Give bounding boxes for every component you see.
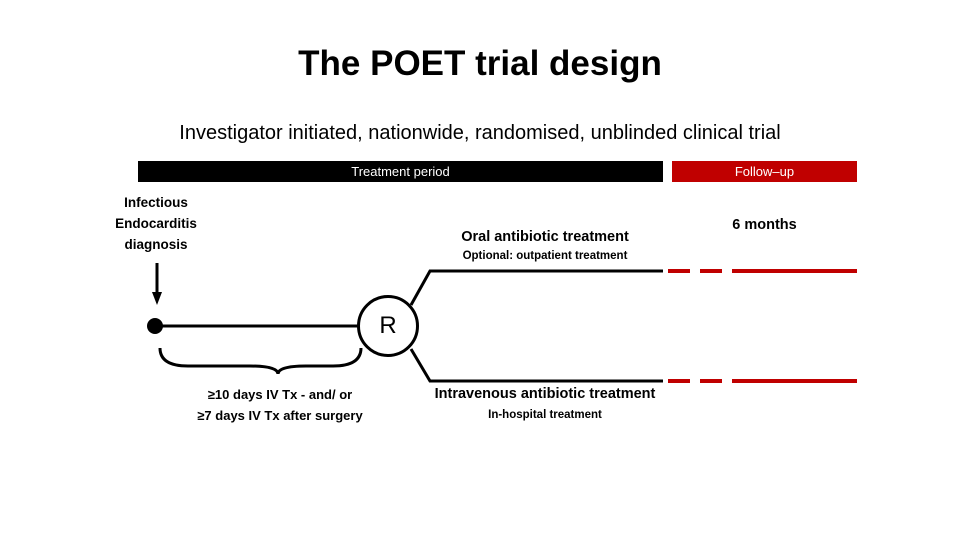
arrow-down-icon: [150, 263, 164, 305]
diagnosis-line-1: Infectious: [124, 195, 188, 210]
followup-bar: Follow–up: [672, 161, 857, 182]
followup-duration-label: 6 months: [732, 217, 797, 233]
page-title: The POET trial design: [298, 44, 662, 83]
subtitle: Investigator initiated, nationwide, rand…: [179, 122, 781, 144]
randomization-letter: R: [379, 312, 397, 339]
treatment-period-label: Treatment period: [351, 164, 450, 179]
diagnosis-line-2: Endocarditis: [115, 216, 197, 231]
inclusion-criteria-line-2: ≥7 days IV Tx after surgery: [197, 408, 363, 423]
treatment-period-bar: Treatment period: [138, 161, 663, 182]
diagnosis-label: Infectious Endocarditis diagnosis: [96, 192, 216, 255]
iv-arm-label: Intravenous antibiotic treatment: [434, 386, 656, 402]
randomization-node: R: [357, 295, 419, 357]
oral-arm-sublabel: Optional: outpatient treatment: [462, 250, 628, 262]
inclusion-criteria: ≥10 days IV Tx - and/ or ≥7 days IV Tx a…: [140, 384, 420, 426]
start-node-dot: [147, 318, 163, 334]
iv-arm-sublabel: In-hospital treatment: [488, 409, 602, 421]
inclusion-criteria-line-1: ≥10 days IV Tx - and/ or: [207, 387, 353, 402]
oral-arm-label: Oral antibiotic treatment: [461, 229, 629, 245]
diagnosis-line-3: diagnosis: [124, 237, 188, 252]
followup-label: Follow–up: [734, 164, 795, 179]
